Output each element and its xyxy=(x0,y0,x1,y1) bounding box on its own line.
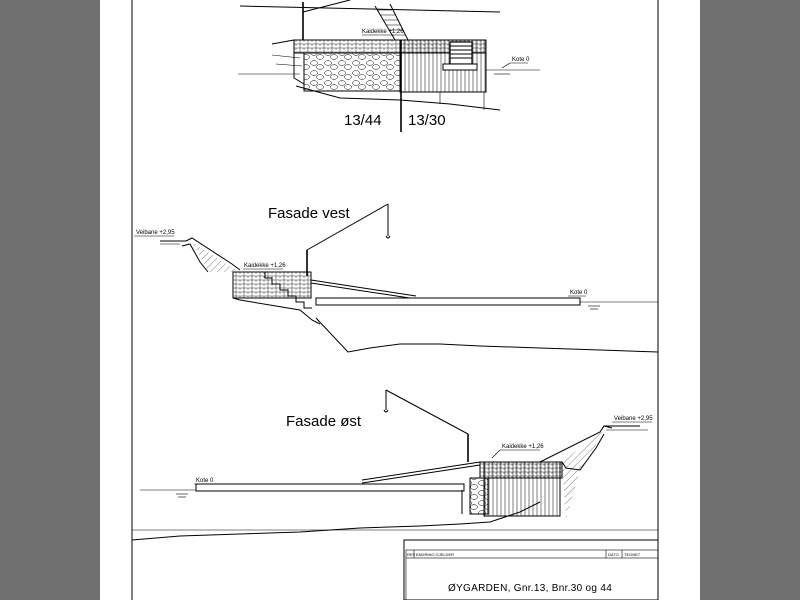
parcel-13-44-label: 13/44 xyxy=(344,112,382,129)
vest-veibane-label: Veibane +2,95 xyxy=(136,230,175,236)
parcel-13-30-label: 13/30 xyxy=(408,112,446,129)
fasade-vest-title: Fasade vest xyxy=(268,205,351,222)
fasade-ost: Fasade øst Kote 0 xyxy=(131,389,653,541)
col-endring: ENDRING GJELDER xyxy=(416,552,454,557)
col-rev: REV xyxy=(407,552,416,557)
fasade-vest: Fasade vest Veibane +2,95 xyxy=(134,203,659,353)
vest-kote-label: Kote 0 xyxy=(570,290,588,296)
top-section: Kaidekke +1,26 Kote 0 13/44 13/30 xyxy=(238,0,540,132)
title-block: REV ENDRING GJELDER DATO TEGNET ØYGARDEN… xyxy=(403,539,659,600)
vest-kaidekke-label: Kaidekke +1,26 xyxy=(244,263,286,269)
col-dato: DATO xyxy=(608,552,619,557)
top-kaidekke-label: Kaidekke +1,26 xyxy=(362,29,404,35)
top-kote-label: Kote 0 xyxy=(512,57,530,63)
ost-kaidekke-label: Kaidekke +1,26 xyxy=(502,444,544,450)
drawing-sheet: Kaidekke +1,26 Kote 0 13/44 13/30 Fasade… xyxy=(100,0,700,600)
col-tegnet: TEGNET xyxy=(624,552,641,557)
ost-veibane-label: Veibane +2,95 xyxy=(614,416,653,422)
elevation-drawing: Kaidekke +1,26 Kote 0 13/44 13/30 Fasade… xyxy=(131,0,659,600)
fasade-ost-title: Fasade øst xyxy=(286,413,362,430)
sheet-frame xyxy=(131,0,659,600)
project-title: ØYGARDEN, Gnr.13, Bnr.30 og 44 xyxy=(448,583,612,594)
ost-kote-label: Kote 0 xyxy=(196,478,214,484)
